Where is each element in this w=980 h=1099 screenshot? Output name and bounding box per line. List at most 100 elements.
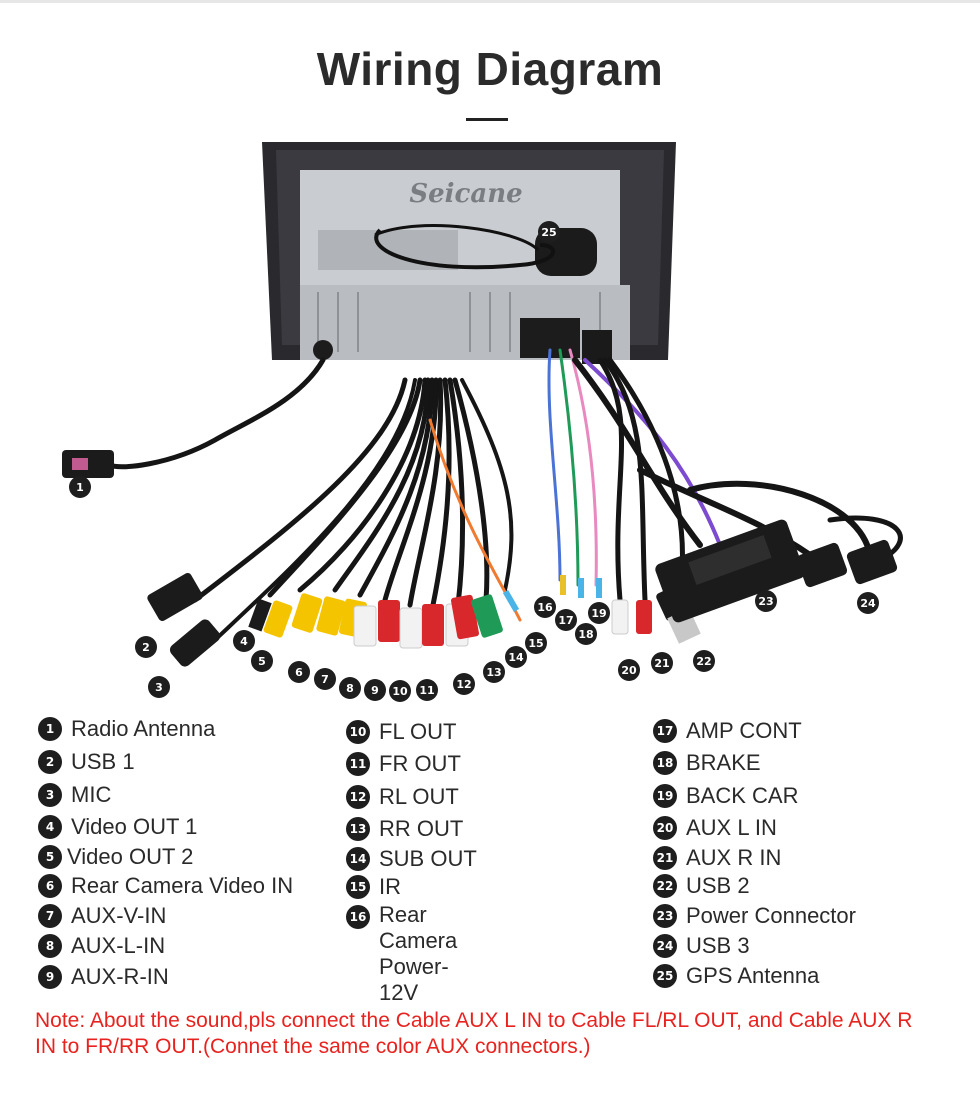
svg-text:22: 22	[696, 655, 711, 668]
callout-17: 17	[555, 609, 577, 631]
callout-6: 6	[288, 661, 310, 683]
usb3-connector-b	[846, 539, 898, 585]
legend-item-usb3: 24 USB 3	[653, 931, 750, 961]
svg-text:1: 1	[76, 481, 84, 494]
legend-label: Power Connector	[686, 903, 856, 928]
cable-bundle	[107, 348, 903, 642]
legend-badge: 8	[38, 934, 62, 958]
legend-label: USB 3	[686, 933, 750, 958]
svg-text:13: 13	[486, 666, 501, 679]
legend-label: IR	[379, 874, 401, 899]
legend-badge: 10	[346, 720, 370, 744]
callout-badges: 1 2 3 4 5 6 7 8 9 10 11 12 13 14 15 16 1…	[69, 221, 879, 702]
callout-12: 12	[453, 673, 475, 695]
legend-item-aux-v-in: 7 AUX-V-IN	[38, 901, 166, 931]
callout-9: 9	[364, 679, 386, 701]
legend-badge: 5	[38, 845, 62, 869]
callout-10: 10	[389, 680, 411, 702]
legend-label: Rear Camera Video IN	[71, 873, 294, 898]
svg-text:2: 2	[142, 641, 150, 654]
callout-19: 19	[588, 602, 610, 624]
callout-3: 3	[148, 676, 170, 698]
legend-label: BACK CAR	[686, 783, 799, 808]
svg-text:11: 11	[419, 684, 434, 697]
callout-11: 11	[416, 679, 438, 701]
small-wire-tips	[502, 575, 602, 613]
svg-text:19: 19	[591, 607, 606, 620]
callout-2: 2	[135, 636, 157, 658]
page-title: Wiring Diagram	[316, 43, 664, 95]
legend-label: RL OUT	[379, 784, 459, 809]
legend-badge: 14	[346, 847, 370, 871]
legend-item-video-out-1: 4 Video OUT 1	[38, 812, 197, 842]
head-unit: Seicane	[262, 142, 676, 364]
legend-item-aux-l-in: 8 AUX-L-IN	[38, 931, 165, 961]
legend-badge: 18	[653, 751, 677, 775]
callout-15: 15	[525, 632, 547, 654]
svg-text:24: 24	[860, 597, 876, 610]
callout-5: 5	[251, 650, 273, 672]
legend-badge: 11	[346, 752, 370, 776]
legend-label: USB 2	[686, 873, 750, 898]
legend-badge: 3	[38, 783, 62, 807]
brand-logo: Seicane	[409, 179, 522, 209]
svg-text:15: 15	[528, 637, 543, 650]
callout-13: 13	[483, 661, 505, 683]
callout-21: 21	[651, 652, 673, 674]
legend-label: MIC	[71, 782, 112, 807]
legend-badge: 23	[653, 904, 677, 928]
svg-text:8: 8	[346, 682, 354, 695]
svg-text:16: 16	[537, 601, 553, 614]
legend-badge: 4	[38, 815, 62, 839]
callout-22: 22	[693, 650, 715, 672]
legend-badge: 9	[38, 965, 62, 989]
svg-text:5: 5	[258, 655, 266, 668]
legend-item-brake: 18 BRAKE	[653, 748, 761, 778]
callout-7: 7	[314, 668, 336, 690]
callout-14: 14	[505, 646, 527, 668]
svg-text:25: 25	[541, 226, 556, 239]
legend-label: BRAKE	[686, 750, 761, 775]
callout-23: 23	[755, 590, 777, 612]
legend-label: AUX-V-IN	[71, 903, 167, 928]
svg-text:14: 14	[508, 651, 524, 664]
svg-text:18: 18	[578, 628, 593, 641]
legend-badge: 2	[38, 750, 62, 774]
usb1-connector	[147, 572, 203, 622]
legend-badge: 25	[653, 964, 677, 988]
svg-text:9: 9	[371, 684, 379, 697]
legend-badge: 7	[38, 904, 62, 928]
callout-20: 20	[618, 659, 640, 681]
callout-8: 8	[339, 677, 361, 699]
callout-18: 18	[575, 623, 597, 645]
legend-badge: 13	[346, 817, 370, 841]
legend-item-mic: 3 MIC	[38, 780, 111, 810]
legend-item-power-connector: 23 Power Connector	[653, 901, 856, 931]
legend-badge: 12	[346, 785, 370, 809]
legend-label: AUX-L-IN	[71, 933, 166, 958]
svg-text:23: 23	[758, 595, 773, 608]
legend-badge: 16	[346, 905, 370, 929]
legend-badge: 1	[38, 717, 62, 741]
legend-label: USB 1	[71, 749, 135, 774]
legend-label: SUB OUT	[379, 846, 477, 871]
legend-badge: 6	[38, 874, 62, 898]
legend-item-usb1: 2 USB 1	[38, 747, 135, 777]
mic-connector	[169, 619, 221, 667]
legend-label: Video OUT 1	[71, 814, 198, 839]
legend-badge: 17	[653, 719, 677, 743]
legend-label: RR OUT	[379, 816, 464, 841]
legend-badge: 24	[653, 934, 677, 958]
svg-text:12: 12	[456, 678, 471, 691]
usb3-connector	[796, 542, 848, 588]
svg-text:7: 7	[321, 673, 329, 686]
svg-text:4: 4	[240, 635, 248, 648]
legend-badge: 21	[653, 846, 677, 870]
legend-item-sub-out: 14 SUB OUT	[346, 844, 477, 874]
svg-text:10: 10	[392, 685, 408, 698]
